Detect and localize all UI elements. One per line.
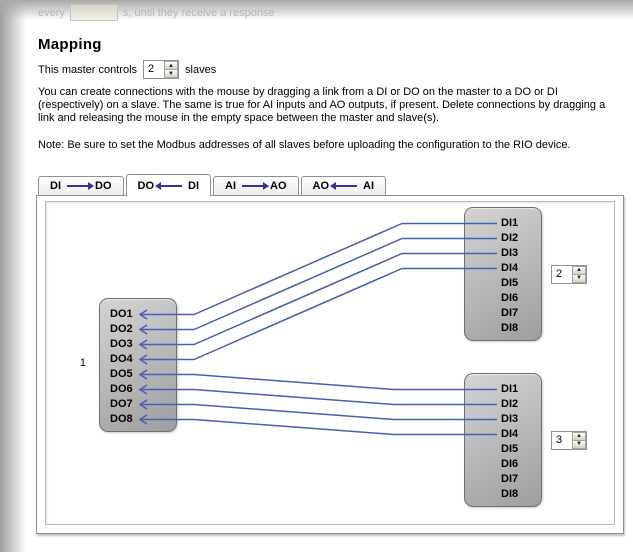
left-edge-shadow <box>0 0 26 552</box>
tab-ai-to-ao[interactable]: AI AO <box>213 176 299 195</box>
connection-slave2-di2-to-do6[interactable] <box>140 388 497 406</box>
slave-1-block-pin-di2[interactable]: DI2 <box>501 232 519 244</box>
tab-di-to-do[interactable]: DI DO <box>38 176 124 195</box>
slave-2-block-pin-di2[interactable]: DI2 <box>501 398 519 410</box>
tab-label-left: AO <box>312 180 330 192</box>
tab-strip: DI DO DO DI AI AO AO AI <box>38 173 624 196</box>
tab-label-right: AO <box>270 180 287 192</box>
slave-1-address-spinner: 2 ▲▼ <box>551 264 587 284</box>
arrow-right-icon <box>242 182 269 190</box>
note-text: Note: Be sure to set the Modbus addresse… <box>38 139 571 151</box>
arrow-left-icon <box>155 181 182 190</box>
slave-1-block-pin-di5[interactable]: DI5 <box>501 277 519 289</box>
slave-2-address-spinner: 3 ▲▼ <box>551 430 587 450</box>
slave-2-block-pin-di6[interactable]: DI6 <box>501 458 519 470</box>
slave-1-address-spinner-buttons: ▲▼ <box>572 265 586 283</box>
poll-interval-suffix: s, until they receive a response <box>122 6 275 19</box>
tab-label-left: AI <box>225 180 236 192</box>
connection-slave2-di4-to-do8[interactable] <box>140 418 497 436</box>
spin-down-icon[interactable]: ▼ <box>164 69 179 78</box>
master-block-pin-do2[interactable]: DO2 <box>110 323 133 335</box>
tab-label-left: DI <box>50 180 61 192</box>
connection-slave1-di3-to-do3[interactable] <box>140 252 497 346</box>
spin-up-icon[interactable]: ▲ <box>164 61 179 69</box>
slaves-count-spinner: 2 ▲ ▼ <box>143 60 180 79</box>
master-block-pin-do7[interactable]: DO7 <box>110 398 133 410</box>
arrowhead-icon <box>138 354 148 365</box>
slave-2-block-pin-di4[interactable]: DI4 <box>501 428 519 440</box>
interval-combobox <box>69 4 118 21</box>
slaves-count-spin-buttons: ▲ ▼ <box>164 61 179 78</box>
master-block-pin-do5[interactable]: DO5 <box>110 368 133 380</box>
slave-2-block-pin-di5[interactable]: DI5 <box>501 443 519 455</box>
slave-1-block-pin-di6[interactable]: DI6 <box>501 292 519 304</box>
master-station-number: 1 <box>79 357 86 369</box>
spin-down-icon[interactable]: ▼ <box>572 273 586 283</box>
instructions-text: You can create connections with the mous… <box>38 86 606 124</box>
master-block-pin-do1[interactable]: DO1 <box>110 308 133 320</box>
slave-2-block-pin-di8[interactable]: DI8 <box>501 488 519 500</box>
slave-1-address-spinner-value[interactable]: 2 <box>556 267 563 280</box>
master-block-pin-do8[interactable]: DO8 <box>110 413 133 425</box>
page-title: Mapping <box>38 36 102 53</box>
tab-ao-to-ai[interactable]: AO AI <box>300 176 386 195</box>
spin-up-icon[interactable]: ▲ <box>572 431 586 440</box>
arrowhead-icon <box>138 324 148 335</box>
arrowhead-icon <box>138 399 148 410</box>
arrow-left-icon <box>330 182 357 190</box>
master-controls-row: This master controls 2 ▲ ▼ slaves <box>38 60 216 79</box>
slave-1-block-pin-di3[interactable]: DI3 <box>501 247 519 259</box>
slave-2-block-pin-di7[interactable]: DI7 <box>501 473 519 485</box>
slave-1-block-pin-di8[interactable]: DI8 <box>501 322 519 334</box>
spin-up-icon[interactable]: ▲ <box>572 265 586 274</box>
master-block-pin-do3[interactable]: DO3 <box>110 338 133 350</box>
poll-interval-row: every s, until they receive a response <box>38 4 275 21</box>
slave-2-block-pin-di1[interactable]: DI1 <box>501 383 519 395</box>
slaves-count-value[interactable]: 2 <box>148 63 155 75</box>
slave-2-block-pin-di3[interactable]: DI3 <box>501 413 519 425</box>
connection-slave1-di1-to-do1[interactable] <box>140 222 497 316</box>
arrowhead-icon <box>138 384 148 395</box>
arrow-right-icon <box>67 182 94 190</box>
poll-interval-prefix: every <box>38 6 65 19</box>
slave-1-block-pin-di4[interactable]: DI4 <box>501 262 519 274</box>
arrowhead-icon <box>138 369 148 380</box>
connection-slave2-di3-to-do7[interactable] <box>140 403 497 421</box>
slave-1-block-pin-di7[interactable]: DI7 <box>501 307 519 319</box>
connection-slave1-di2-to-do2[interactable] <box>140 237 497 331</box>
slave-1-block-pin-di1[interactable]: DI1 <box>501 217 519 229</box>
master-block-pin-do4[interactable]: DO4 <box>110 353 133 365</box>
slave-2-address-spinner-value[interactable]: 3 <box>556 433 563 446</box>
tab-label-right: DI <box>188 179 199 192</box>
slaves-label: slaves <box>185 63 217 76</box>
arrowhead-icon <box>138 339 148 350</box>
tab-do-to-di[interactable]: DO DI <box>125 174 211 196</box>
tab-label-right: AI <box>363 180 374 192</box>
master-controls-label: This master controls <box>38 63 138 76</box>
tab-label-right: DO <box>95 180 112 192</box>
master-block-pin-do6[interactable]: DO6 <box>110 383 133 395</box>
tab-label-left: DO <box>137 179 155 192</box>
top-edge-shadow <box>0 0 633 20</box>
spin-down-icon[interactable]: ▼ <box>572 439 586 449</box>
arrowhead-icon <box>138 309 148 320</box>
connection-slave2-di1-to-do5[interactable] <box>140 373 497 391</box>
wiring-layer <box>138 222 497 436</box>
connection-slave1-di4-to-do4[interactable] <box>140 267 497 361</box>
slave-2-address-spinner-buttons: ▲▼ <box>572 431 586 449</box>
arrowhead-icon <box>138 414 148 425</box>
